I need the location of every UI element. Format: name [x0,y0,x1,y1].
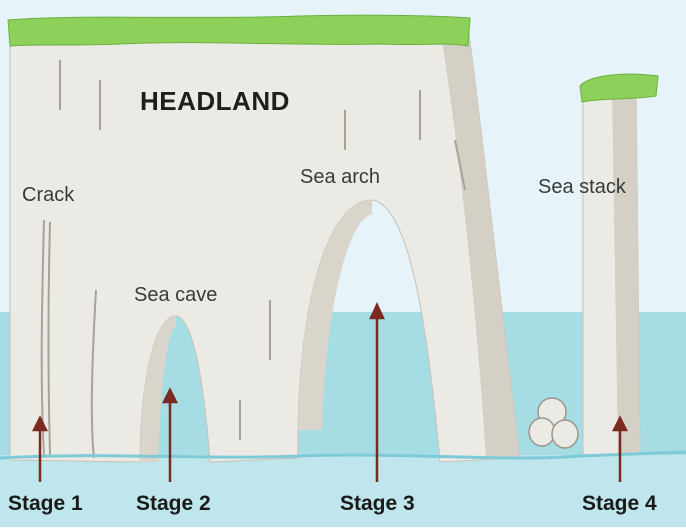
crack-label: Crack [22,184,74,207]
stage-2-label: Stage 2 [136,492,211,516]
sea-arch-label: Sea arch [300,166,380,189]
sea-cave-label: Sea cave [134,284,217,307]
stage-1-label: Stage 1 [8,492,83,516]
sea-foreground [0,455,686,527]
headland-label: HEADLAND [140,86,290,117]
sea-stack-label: Sea stack [538,176,626,199]
stage-4-label: Stage 4 [582,492,657,516]
stage-3-label: Stage 3 [340,492,415,516]
headland-grass [8,15,470,46]
